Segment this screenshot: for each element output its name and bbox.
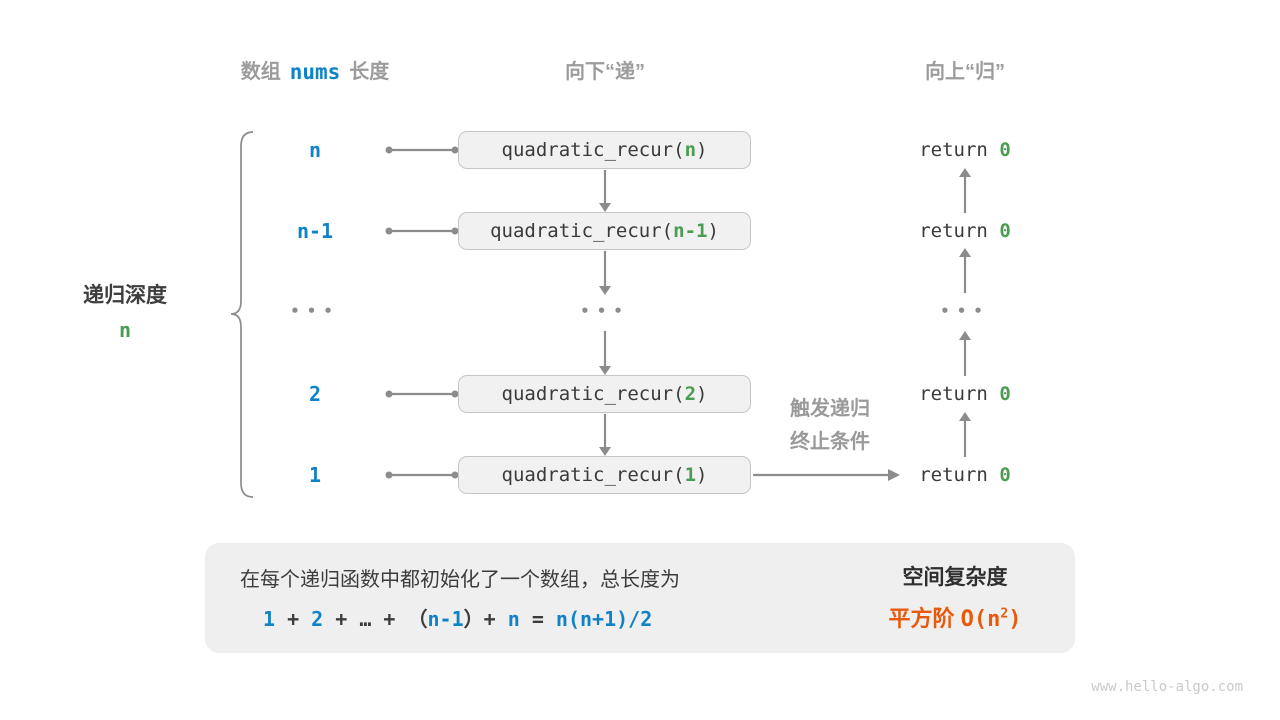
- depth-brace: [230, 131, 254, 498]
- watermark: www.hello-algo.com: [1091, 679, 1243, 695]
- call-box: quadratic_recur(n-1): [458, 212, 751, 250]
- call-box: quadratic_recur(2): [458, 375, 751, 413]
- ellipsis: •••: [290, 302, 340, 320]
- call-text: quadratic_recur(n-1): [490, 220, 719, 242]
- depth-label: 2: [308, 382, 322, 406]
- complexity-value: 平方阶 O(n2): [888, 606, 1022, 632]
- return-label: return 0: [919, 139, 1011, 161]
- return-label: return 0: [919, 383, 1011, 405]
- call-text: quadratic_recur(n): [501, 139, 708, 161]
- depth-label: n-1: [296, 219, 334, 243]
- summary-panel: 在每个递归函数中都初始化了一个数组，总长度为 1 + 2 + … + （n-1）…: [205, 543, 1075, 653]
- ellipsis: •••: [580, 302, 630, 320]
- call-box: quadratic_recur(n): [458, 131, 751, 169]
- depth-title: 递归深度: [83, 284, 167, 307]
- header-downward: 向下“递”: [565, 61, 645, 83]
- header-array-suffix: 长度: [349, 61, 390, 83]
- call-text: quadratic_recur(2): [501, 383, 708, 405]
- return-label: return 0: [919, 220, 1011, 242]
- header-array-prefix: 数组: [240, 61, 281, 83]
- call-box: quadratic_recur(1): [458, 456, 751, 494]
- return-label: return 0: [919, 464, 1011, 486]
- header-array-name: nums: [289, 60, 341, 84]
- summary-formula: 1 + 2 + … + （n-1）+ n = n(n+1)/2: [263, 607, 653, 631]
- complexity-title: 空间复杂度: [902, 566, 1008, 589]
- depth-label: 1: [308, 463, 322, 487]
- header-array-length: 数组 nums 长度: [205, 58, 425, 86]
- base-case-label-line2: 终止条件: [790, 431, 870, 453]
- base-case-label-line1: 触发递归: [790, 398, 870, 420]
- summary-description: 在每个递归函数中都初始化了一个数组，总长度为: [240, 569, 680, 591]
- call-text: quadratic_recur(1): [501, 464, 708, 486]
- depth-label: n: [308, 138, 322, 162]
- depth-value: n: [118, 318, 132, 342]
- header-upward: 向上“归”: [925, 61, 1005, 83]
- ellipsis: •••: [940, 302, 990, 320]
